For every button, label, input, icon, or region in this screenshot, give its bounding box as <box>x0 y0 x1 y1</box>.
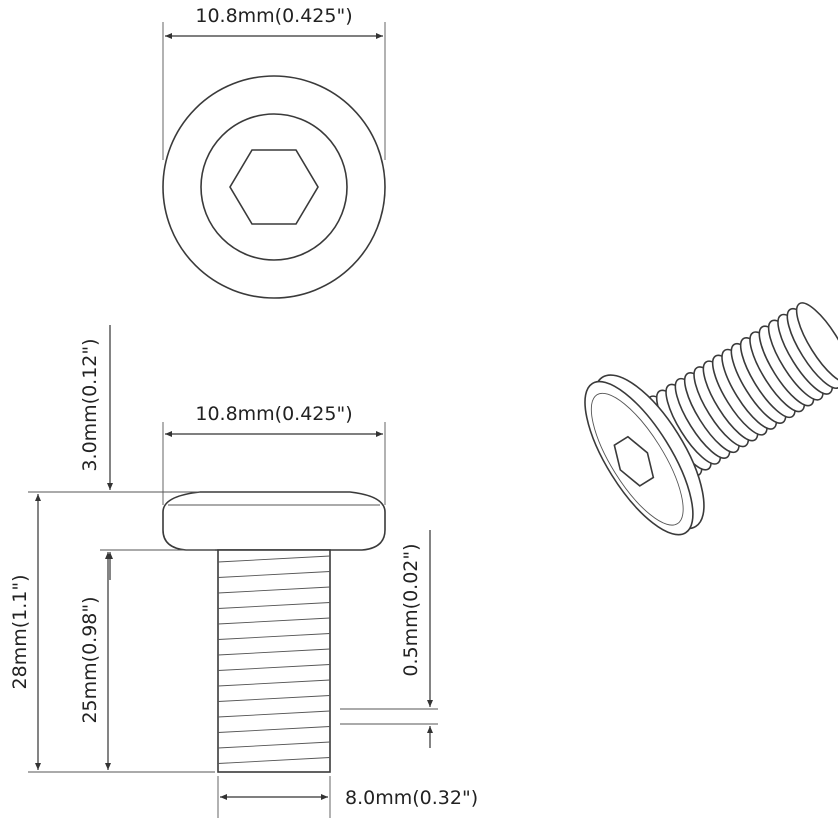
head-height-label: 3.0mm(0.12") <box>79 338 101 471</box>
thread-line <box>217 602 331 609</box>
thread-diameter-label: 8.0mm(0.32") <box>345 787 478 809</box>
thread-line <box>217 679 331 687</box>
thread-length-label: 25mm(0.98") <box>79 596 101 723</box>
thread-line <box>217 617 331 625</box>
top-width-label: 10.8mm(0.425") <box>195 5 352 27</box>
isometric-hex-socket-icon <box>613 435 655 487</box>
thread-line <box>217 586 331 594</box>
thread-line <box>217 726 331 733</box>
thread-line <box>217 757 331 764</box>
thread-line <box>217 710 331 718</box>
side-view: 10.8mm(0.425") 28mm(1.1") 3.0mm(0.12") 2… <box>9 325 478 818</box>
threaded-shank <box>217 549 331 773</box>
thread-line <box>217 695 331 702</box>
isometric-thread-ring <box>795 302 838 384</box>
thread-pitch-label: 0.5mm(0.02") <box>400 543 422 676</box>
hex-socket-icon <box>229 149 319 225</box>
screw-head-side <box>162 491 386 551</box>
isometric-head-ring <box>590 392 684 526</box>
total-length-label: 28mm(1.1") <box>9 575 31 690</box>
thread-line <box>217 555 331 563</box>
thread-line <box>217 648 331 656</box>
isometric-view <box>584 302 838 536</box>
top-view: 10.8mm(0.425") <box>162 5 386 299</box>
thread-line <box>217 571 331 578</box>
isometric-thread-rings <box>646 302 838 477</box>
head-width-label: 10.8mm(0.425") <box>195 403 352 425</box>
thread-line <box>217 664 331 671</box>
thread-lines <box>217 555 331 764</box>
thread-line <box>217 741 331 749</box>
thread-line <box>217 633 331 640</box>
